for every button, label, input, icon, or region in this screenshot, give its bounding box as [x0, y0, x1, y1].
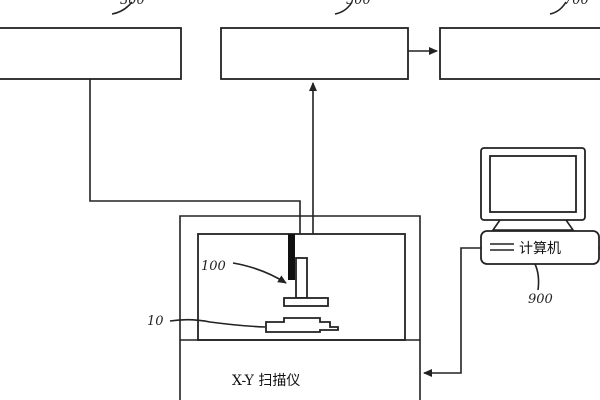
sample-ref: 10 — [147, 314, 164, 329]
box-middle: 500 — [220, 0, 409, 80]
monitor-stand — [491, 219, 575, 231]
probe-body — [295, 257, 308, 299]
computer-leader — [534, 263, 540, 291]
monitor-screen — [489, 155, 577, 213]
probe-assembly: 100 — [201, 234, 329, 307]
box-left: 300 — [0, 0, 182, 80]
probe-leader — [232, 262, 287, 284]
scanner-label: X-Y 扫描仪 — [232, 373, 300, 389]
box-middle-leader — [334, 1, 353, 15]
box-right-leader — [549, 1, 567, 15]
computer-ref: 900 — [528, 292, 553, 307]
computer-label: 计算机 — [519, 241, 561, 257]
computer: 计算机 900 — [480, 147, 600, 307]
box-right-ref: 700 — [564, 0, 589, 8]
probe-tip-base — [283, 297, 329, 307]
probe-ref: 100 — [201, 259, 226, 274]
line-left-to-probe — [89, 79, 304, 255]
box-right: 700 — [439, 0, 600, 80]
box-left-leader — [111, 1, 133, 15]
box-left-ref: 300 — [120, 0, 145, 8]
probe-mount — [288, 234, 295, 280]
arrow-computer-to-scanner — [423, 247, 481, 377]
box-middle-ref: 500 — [346, 0, 371, 8]
sample-stage: 10 — [147, 314, 339, 333]
sample-leader — [169, 318, 266, 328]
